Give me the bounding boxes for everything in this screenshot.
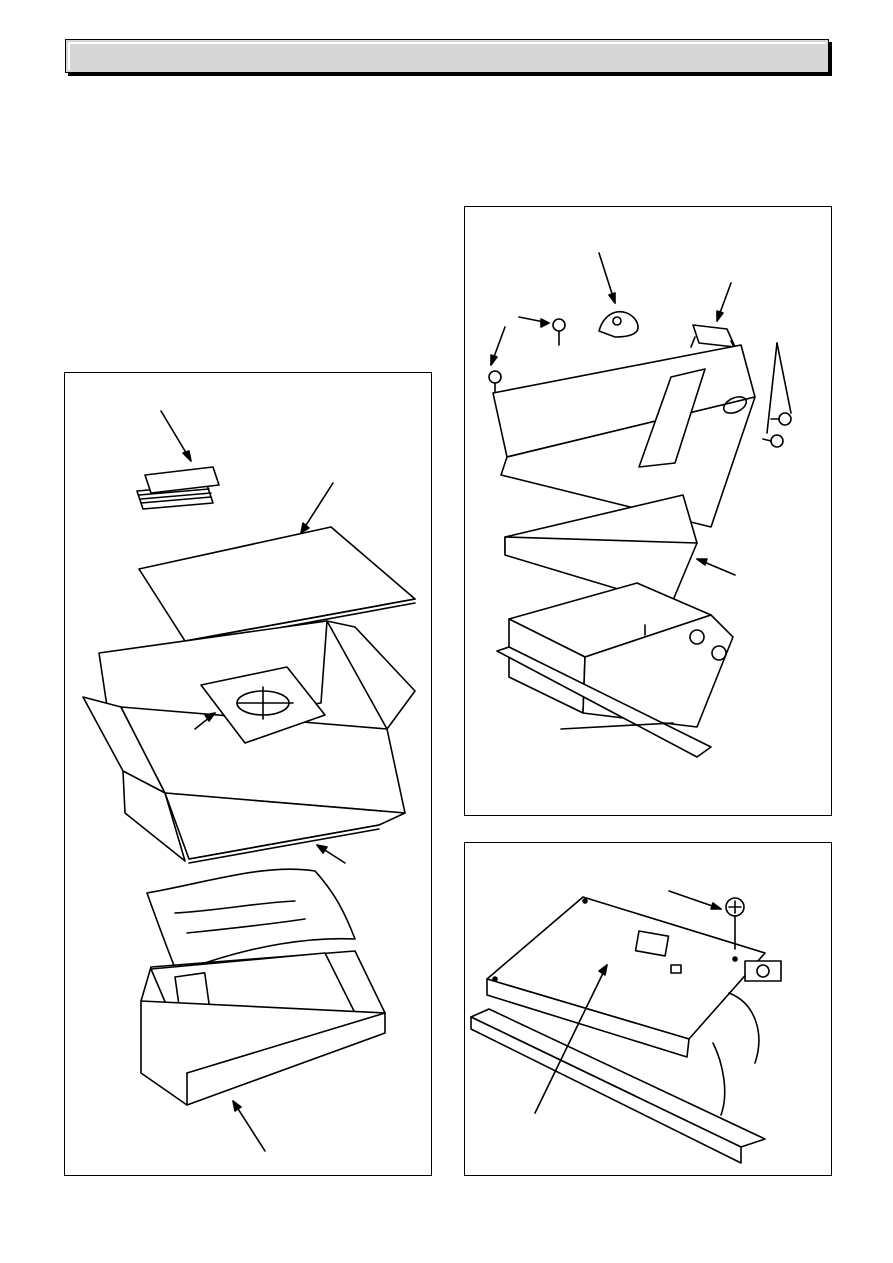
controls-right [712,960,782,1116]
arrow-top-sheet [300,482,334,534]
plastic-bag [146,868,356,974]
inner-cover-illustration [470,890,782,1164]
fixings-bag [598,310,639,338]
outer-casing [492,344,756,528]
cardboard-box [82,620,416,864]
arrow-chassis [560,722,674,730]
figure-inner-cover-screw [464,842,832,1176]
chassis-in-tray [496,582,734,758]
appliance-in-tray [140,950,386,1106]
tray [470,1008,766,1164]
documents-stack [136,466,220,510]
packaging-illustration [82,410,416,1152]
arrow-screw-right-1 [776,342,792,414]
inner-cover [486,896,766,1058]
section-header-bar [65,39,829,73]
screw [725,897,745,950]
screw-top [552,318,566,346]
arrow-screw-right-2 [766,342,778,434]
figure-packaging-exploded [64,372,432,1176]
casing-illustration [488,252,792,758]
inner-panel [504,494,698,606]
screws-right [762,412,792,448]
arrow-inner-cover [534,964,608,1114]
figure-casing-removal [464,206,832,816]
